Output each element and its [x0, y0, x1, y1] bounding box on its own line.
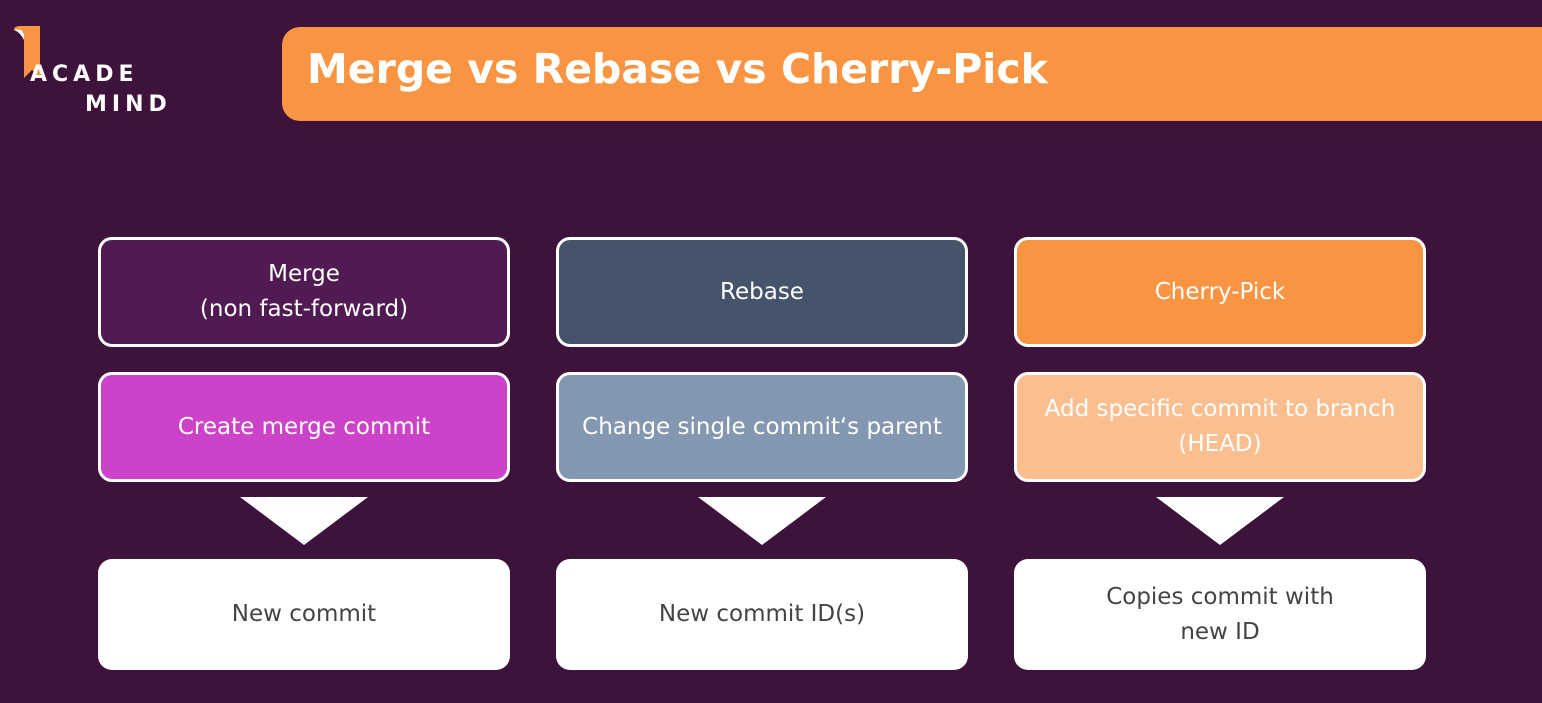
rebase-result-box: New commit ID(s) — [556, 559, 968, 670]
rebase-result-text: New commit ID(s) — [658, 601, 866, 627]
title-banner: Merge vs Rebase vs Cherry-Pick — [282, 27, 1542, 121]
merge-description-text: Create merge commit — [177, 413, 431, 440]
academind-logo: ACADE MIND — [10, 22, 180, 122]
rebase-title-box: Rebase — [556, 237, 968, 347]
rebase-down-arrow-icon — [698, 497, 826, 545]
page-title: Merge vs Rebase vs Cherry-Pick — [307, 45, 1048, 93]
logo-flag-icon — [14, 26, 40, 78]
merge-description-box: Create merge commit — [98, 372, 510, 482]
merge-title-box: Merge (non fast-forward) — [98, 237, 510, 347]
cherry-pick-result-text: Copies commit with new ID — [1106, 583, 1334, 645]
cherry-pick-title-box: Cherry-Pick — [1014, 237, 1426, 347]
merge-result-box: New commit — [98, 559, 510, 670]
rebase-title-text: Rebase — [720, 278, 804, 305]
cherry-pick-description-box: Add specific commit to branch (HEAD) — [1014, 372, 1426, 482]
rebase-description-text: Change single commit‘s parent — [582, 413, 942, 440]
cherry-pick-description-text: Add specific commit to branch (HEAD) — [1044, 396, 1396, 457]
cherry-pick-result-box: Copies commit with new ID — [1014, 559, 1426, 670]
merge-title-text: Merge (non fast-forward) — [199, 261, 409, 322]
cherry-pick-title-text: Cherry-Pick — [1154, 278, 1286, 305]
rebase-description-box: Change single commit‘s parent — [556, 372, 968, 482]
logo-text-line2: MIND — [85, 92, 172, 117]
merge-result-text: New commit — [231, 601, 377, 627]
logo-text-line1: ACADE — [30, 62, 139, 87]
merge-down-arrow-icon — [240, 497, 368, 545]
cherry-pick-down-arrow-icon — [1156, 497, 1284, 545]
